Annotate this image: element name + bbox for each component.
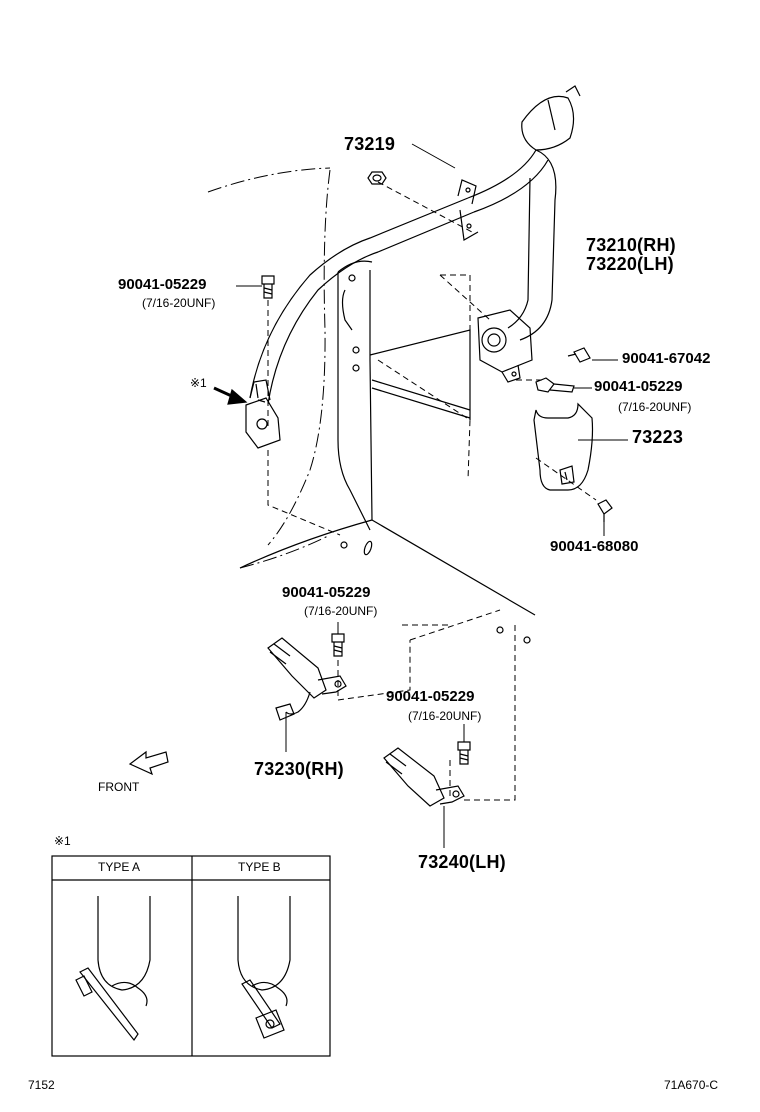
bolt-90041-05229-center (331, 633, 345, 657)
mark-arrow (213, 386, 248, 405)
detail-table (51, 855, 331, 1057)
bolt-90041-05229-lower (457, 741, 471, 765)
label-73223: 73223 (632, 427, 684, 447)
spec-upper-left: (7/16-20UNF) (142, 296, 216, 310)
mark-1-label: ※1 (190, 376, 207, 390)
shoulder-belt-guide (245, 85, 581, 449)
label-90041-05229-right: 90041-05229 (594, 378, 683, 395)
label-73240-lh: 73240(LH) (418, 852, 506, 872)
label-73210-rh: 73210(RH) (586, 235, 676, 255)
cover-73223 (533, 402, 594, 491)
type-a-header: TYPE A (98, 860, 141, 874)
label-90041-68080: 90041-68080 (550, 538, 639, 555)
front-arrow (128, 750, 169, 776)
nut-73219 (367, 171, 387, 185)
front-label: FRONT (98, 780, 140, 794)
spec-lower: (7/16-20UNF) (408, 709, 482, 723)
bolt-90041-67042 (567, 347, 591, 363)
panel-structure (239, 260, 536, 644)
type-b-header: TYPE B (238, 860, 281, 874)
detail-type-a-drawing (75, 896, 151, 1042)
assembly-guide-lines (267, 181, 597, 801)
page-number: 7152 (28, 1078, 55, 1092)
label-73220-lh: 73220(LH) (586, 254, 674, 274)
spec-right: (7/16-20UNF) (618, 400, 692, 414)
detail-mark-label: ※1 (54, 834, 71, 848)
leader-lines (236, 143, 628, 848)
buckle-73230 (267, 637, 347, 721)
detail-type-b-drawing (237, 896, 291, 1039)
label-90041-05229-lower: 90041-05229 (386, 688, 475, 705)
spec-center: (7/16-20UNF) (304, 604, 378, 618)
label-90041-05229-center: 90041-05229 (282, 584, 371, 601)
body-panel-outline (207, 167, 331, 569)
reference-code: 71A670-C (664, 1078, 719, 1092)
bolt-90041-05229-upper-left (261, 275, 275, 299)
label-90041-67042: 90041-67042 (622, 350, 711, 367)
buckle-73240 (383, 747, 465, 807)
label-73219: 73219 (344, 134, 396, 154)
bolt-90041-68080 (597, 499, 613, 522)
label-90041-05229-upper-left: 90041-05229 (118, 276, 207, 293)
retractor-unit (477, 309, 533, 383)
label-73230-rh: 73230(RH) (254, 759, 344, 779)
bolt-90041-05229-right (535, 377, 575, 393)
